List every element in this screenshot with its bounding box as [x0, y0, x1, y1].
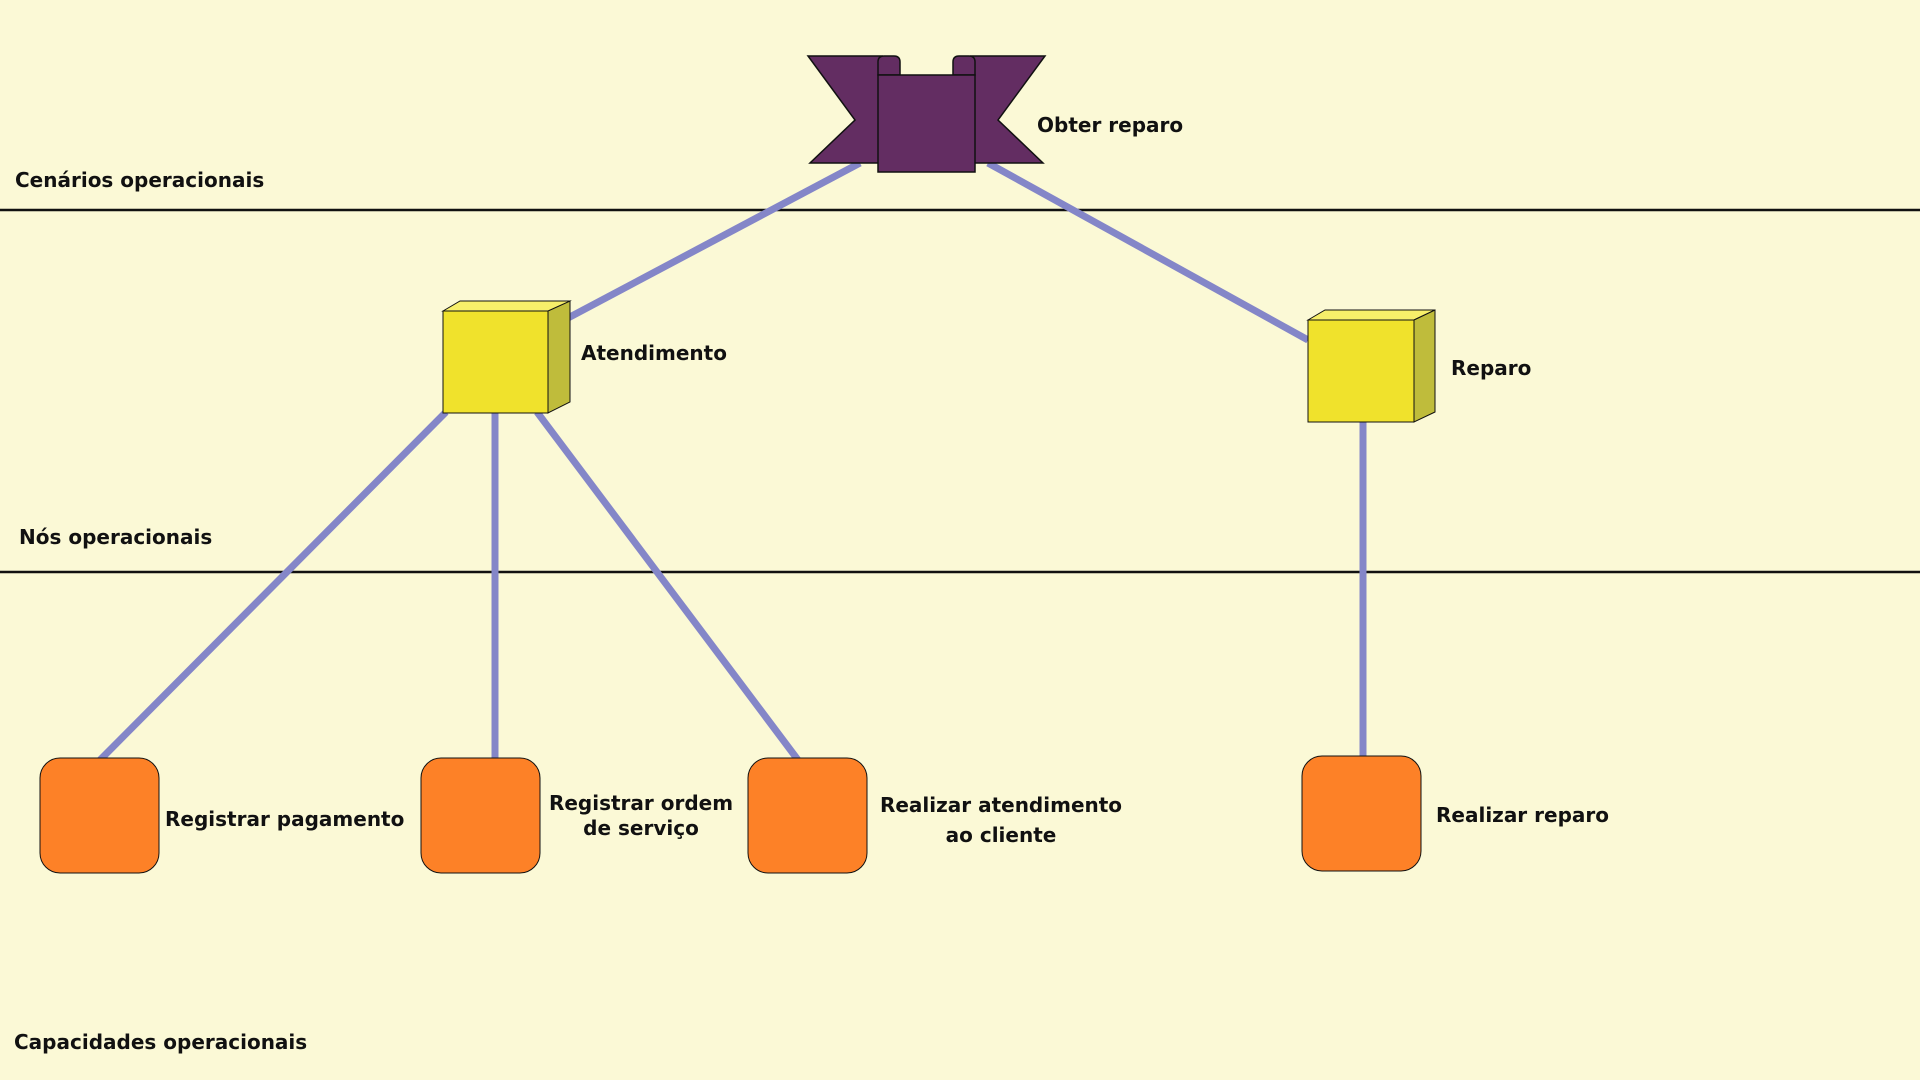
capability-box-ordem[interactable] — [420, 757, 541, 874]
lane-label-nodes: Nós operacionais — [19, 525, 213, 549]
node-label-reparo: Reparo — [1451, 356, 1532, 380]
capability-label-cliente-line1: Realizar atendimento — [879, 793, 1123, 817]
connector-atendimento-cliente — [534, 409, 801, 763]
capability-label-ordem: Registrar ordem de serviço — [548, 791, 734, 841]
capability-label-cliente-line2: ao cliente — [945, 823, 1057, 847]
node-cube-reparo[interactable] — [1306, 309, 1436, 423]
capability-label-reparo: Realizar reparo — [1436, 803, 1609, 827]
connector-atendimento-pagamento — [97, 409, 449, 763]
capability-label-pagamento: Registrar pagamento — [165, 807, 405, 831]
capability-box-reparo[interactable] — [1301, 755, 1422, 872]
connector-scenario-atendimento — [566, 159, 862, 322]
node-label-atendimento: Atendimento — [581, 341, 727, 365]
capability-label-ordem-line1: Registrar ordem — [548, 791, 734, 815]
scenario-scroll-icon[interactable] — [806, 55, 1047, 173]
capability-label-cliente: Realizar atendimento ao cliente — [877, 790, 1125, 850]
node-cube-atendimento[interactable] — [441, 300, 572, 414]
capability-box-pagamento[interactable] — [39, 757, 160, 874]
lane-label-capabilities: Capacidades operacionais — [14, 1030, 308, 1054]
lane-label-scenarios: Cenários operacionais — [15, 168, 265, 192]
capability-label-ordem-line2: de serviço — [583, 816, 699, 840]
capability-box-cliente[interactable] — [747, 757, 868, 874]
scenario-label: Obter reparo — [1037, 113, 1184, 137]
connector-scenario-reparo — [986, 159, 1310, 344]
